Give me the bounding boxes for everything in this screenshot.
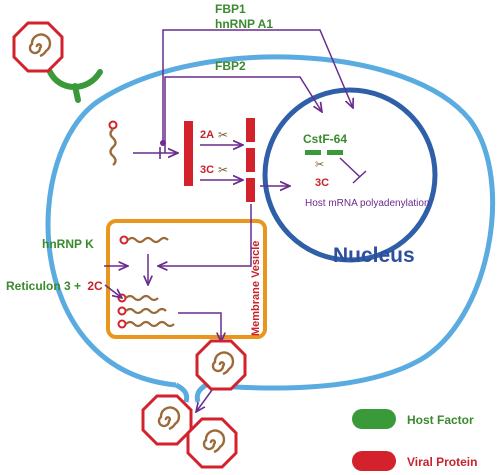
protease-2a-label: 2A <box>200 129 214 141</box>
viral-rna <box>109 128 117 166</box>
vesicle-rna-3 <box>125 307 167 315</box>
legend-host-factor-swatch <box>352 409 396 429</box>
vesicle-rna-cap-4 <box>117 319 127 329</box>
vesicle-rna-2 <box>125 294 159 302</box>
receptor <box>47 69 103 103</box>
egress-arrow <box>196 389 213 412</box>
nucleus-3c-label: 3C <box>315 177 329 189</box>
membrane-vesicle-label: Membrane Vesicle <box>250 241 262 336</box>
legend-viral-protein-swatch <box>352 451 396 471</box>
fbp1-line <box>162 29 353 143</box>
protein-segment-2 <box>246 148 255 172</box>
hnrnp-k-label: hnRNP K <box>42 237 94 251</box>
viral-rna-cap <box>108 120 118 130</box>
reticulon-label: Reticulon 3 + 2C <box>6 279 103 293</box>
fbp2-line <box>164 76 322 153</box>
cstf64-label: CstF-64 <box>303 132 347 146</box>
legend-host-factor-label: Host Factor <box>407 413 474 427</box>
host-mrna-label: Host mRNA polyadenylation <box>305 198 430 209</box>
legend-viral-protein-label: Viral Protein <box>407 455 477 469</box>
virion-released-2 <box>186 417 238 469</box>
vesicle-feed-line <box>158 204 252 266</box>
protein-2c-label: 2C <box>87 279 103 293</box>
reticulon-text: Reticulon 3 + <box>6 279 81 293</box>
protease-3c-label: 3C <box>200 164 214 176</box>
budding-neck-left <box>174 382 190 403</box>
fbp2-label: FBP2 <box>215 59 246 73</box>
nucleus-label: Nucleus <box>333 244 415 267</box>
virion-assembled <box>195 339 247 391</box>
protein-segment-1 <box>246 118 255 142</box>
assembly-line <box>178 312 221 342</box>
protein-segment-3 <box>246 178 255 202</box>
vesicle-rna-1 <box>127 236 169 244</box>
membrane-vesicle <box>106 219 267 339</box>
cell-membrane <box>45 54 496 391</box>
reticulon-arrow <box>104 284 122 298</box>
budding-neck-right <box>194 382 208 403</box>
scissors-icon-2a: ✂ <box>218 128 228 142</box>
nucleus <box>262 87 438 263</box>
cstf64-bar-1 <box>305 150 321 155</box>
scissors-icon-3c: ✂ <box>218 163 228 177</box>
polyprotein <box>184 121 193 186</box>
vesicle-rna-cap-1 <box>119 235 129 245</box>
cstf64-bar-2 <box>327 150 343 155</box>
vesicle-rna-4 <box>125 320 175 328</box>
fbp1-label: FBP1 <box>215 2 246 16</box>
cstf64-inhibit-bar <box>352 170 367 184</box>
scissors-icon-nucleus: ✂ <box>315 159 324 171</box>
vesicle-rna-cap-3 <box>117 306 127 316</box>
virion-entering <box>12 21 64 73</box>
hnrnp-a1-label: hnRNP A1 <box>215 17 273 31</box>
virion-released-1 <box>141 394 193 446</box>
cstf64-inhibit-line <box>339 157 361 178</box>
